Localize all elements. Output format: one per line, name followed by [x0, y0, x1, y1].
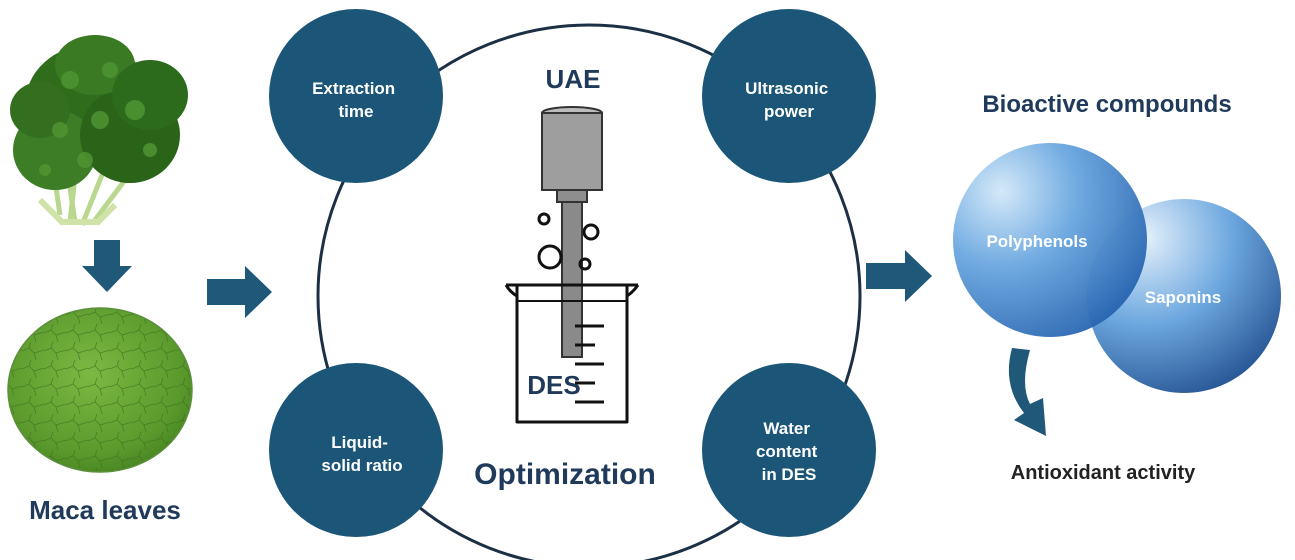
beaker-icon [504, 283, 640, 424]
down-arrow [82, 240, 132, 292]
optimization-title: Optimization [474, 458, 656, 491]
polyphenols-bubble: Polyphenols [953, 143, 1147, 337]
right-arrow-2 [866, 250, 932, 302]
svg-text:Ultrasonic power: Ultrasonic power [745, 79, 833, 121]
factor-label-line: solid ratio [321, 456, 402, 475]
right-arrow-1 [207, 266, 272, 318]
solvent-label: DES [527, 370, 580, 400]
activity-label: Antioxidant activity [1011, 462, 1196, 484]
svg-text:Extraction time: Extraction time [312, 79, 400, 121]
factor-node-ultrasonic-power: Ultrasonic power [702, 9, 876, 183]
curved-arrow [1008, 348, 1046, 436]
factor-label-line: time [339, 102, 374, 121]
factor-label-line: power [764, 102, 814, 121]
saponins-label: Saponins [1145, 288, 1222, 307]
bubbles-icon [537, 212, 600, 271]
optimization-ring [316, 23, 862, 560]
factor-label-line: content [756, 442, 818, 461]
maca-powder-image [7, 307, 193, 473]
factor-node-extraction-time: Extraction time [269, 9, 443, 183]
factor-label-line: Liquid- [331, 433, 388, 452]
factor-label-line: Water [763, 419, 810, 438]
factor-label-line: in DES [762, 465, 817, 484]
results-title: Bioactive compounds [982, 91, 1231, 118]
svg-text:Liquid- solid ratio: Liquid- solid ratio [321, 433, 402, 475]
factor-label-line: Extraction [312, 79, 395, 98]
polyphenols-label: Polyphenols [986, 232, 1087, 251]
maca-leaves-image [10, 35, 188, 226]
factor-node-water-content: Water content in DES [702, 363, 876, 537]
factor-node-liquid-solid-ratio: Liquid- solid ratio [269, 363, 443, 537]
ultrasonic-probe-icon [541, 106, 603, 358]
factor-label-line: Ultrasonic [745, 79, 828, 98]
method-label: UAE [546, 64, 601, 94]
source-caption: Maca leaves [29, 495, 181, 525]
svg-text:Water content in D: Water content in DES [756, 419, 822, 484]
